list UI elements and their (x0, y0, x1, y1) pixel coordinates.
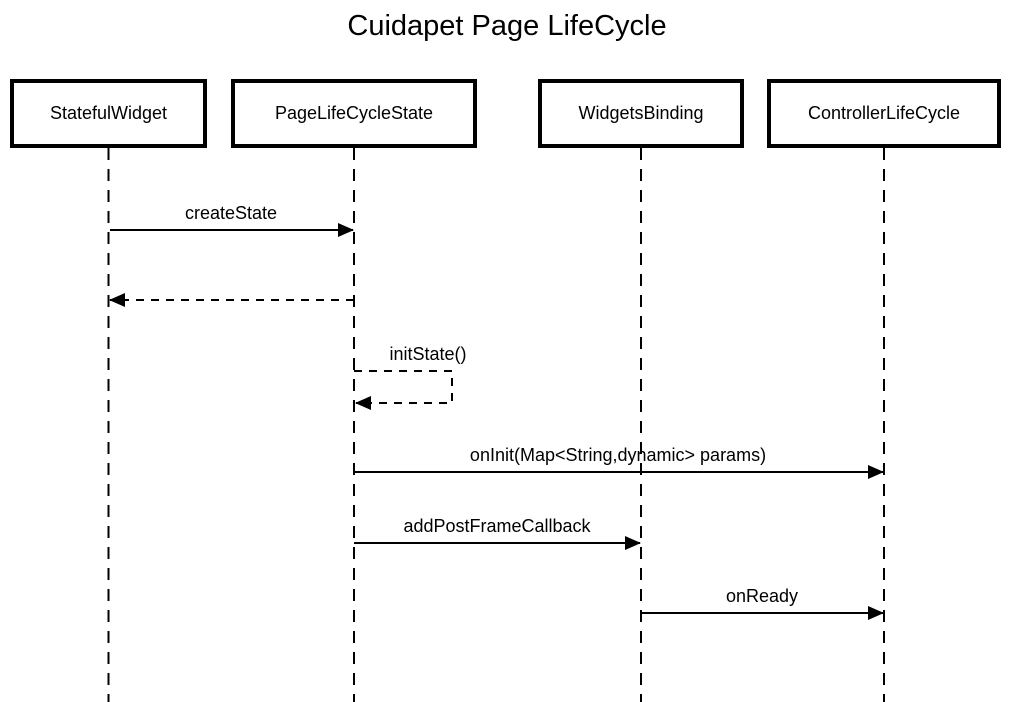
diagram-title: Cuidapet Page LifeCycle (347, 10, 667, 42)
participant-widgetsbinding: WidgetsBinding (538, 79, 744, 148)
message-label-initstate: initState() (389, 344, 467, 364)
message-label-addpostframecallback: addPostFrameCallback (403, 516, 591, 536)
message-label-onready: onReady (725, 586, 799, 606)
participant-controllerlifecycle: ControllerLifeCycle (767, 79, 1001, 148)
participant-label: WidgetsBinding (578, 103, 704, 123)
participant-statefulwidget: StatefulWidget (10, 79, 207, 148)
message-label-createstate: createState (184, 203, 278, 223)
participant-label: StatefulWidget (49, 103, 168, 123)
message-label-oninit: onInit(Map<String,dynamic> params) (469, 445, 767, 465)
arrow-initstate-self (354, 370, 453, 410)
participant-label: ControllerLifeCycle (807, 103, 961, 123)
participant-label: PageLifeCycleState (274, 103, 434, 123)
participant-pagelifecyclestate: PageLifeCycleState (231, 79, 477, 148)
